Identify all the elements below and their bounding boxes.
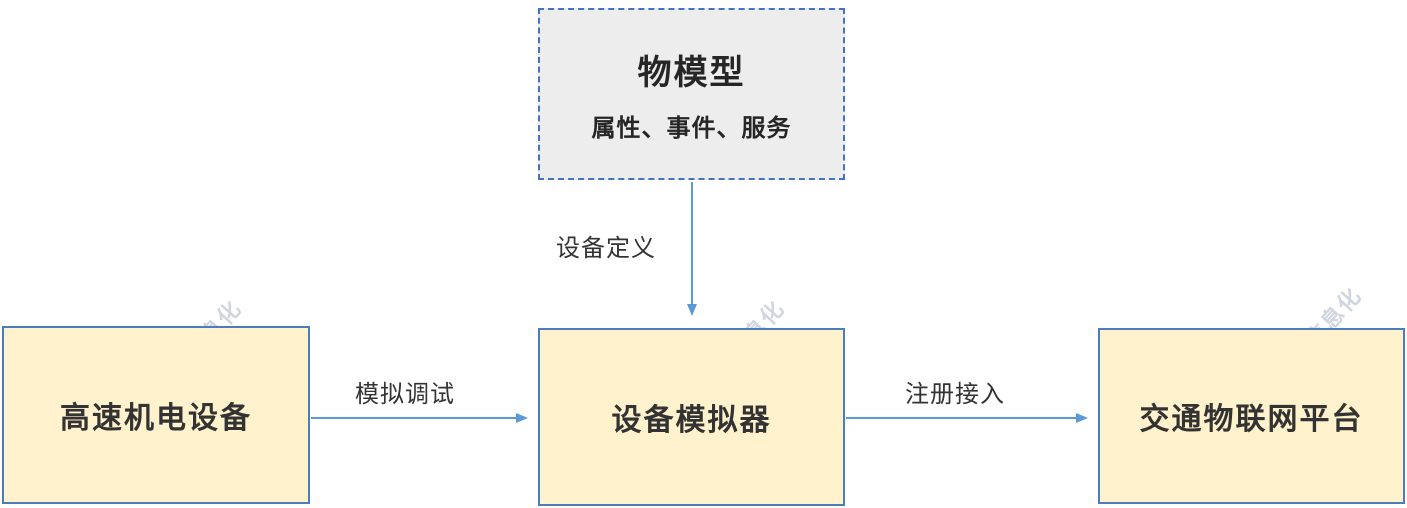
edge-label-device-definition: 设备定义 bbox=[556, 235, 656, 262]
edge-label-register-access: 注册接入 bbox=[905, 381, 1005, 408]
thing-model-title: 物模型 bbox=[637, 54, 746, 92]
thing-model-subtitle: 属性、事件、服务 bbox=[591, 115, 792, 142]
node-highway-equipment-label: 高速机电设备 bbox=[60, 402, 252, 435]
node-thing-model: 物模型 属性、事件、服务 bbox=[538, 8, 845, 180]
edge-label-simulate-debug: 模拟调试 bbox=[355, 381, 455, 408]
node-highway-equipment: 高速机电设备 bbox=[2, 326, 310, 504]
node-iot-platform: 交通物联网平台 bbox=[1098, 328, 1405, 504]
node-device-simulator: 设备模拟器 bbox=[538, 328, 845, 506]
node-device-simulator-label: 设备模拟器 bbox=[611, 404, 772, 437]
node-iot-platform-label: 交通物联网平台 bbox=[1139, 403, 1364, 436]
